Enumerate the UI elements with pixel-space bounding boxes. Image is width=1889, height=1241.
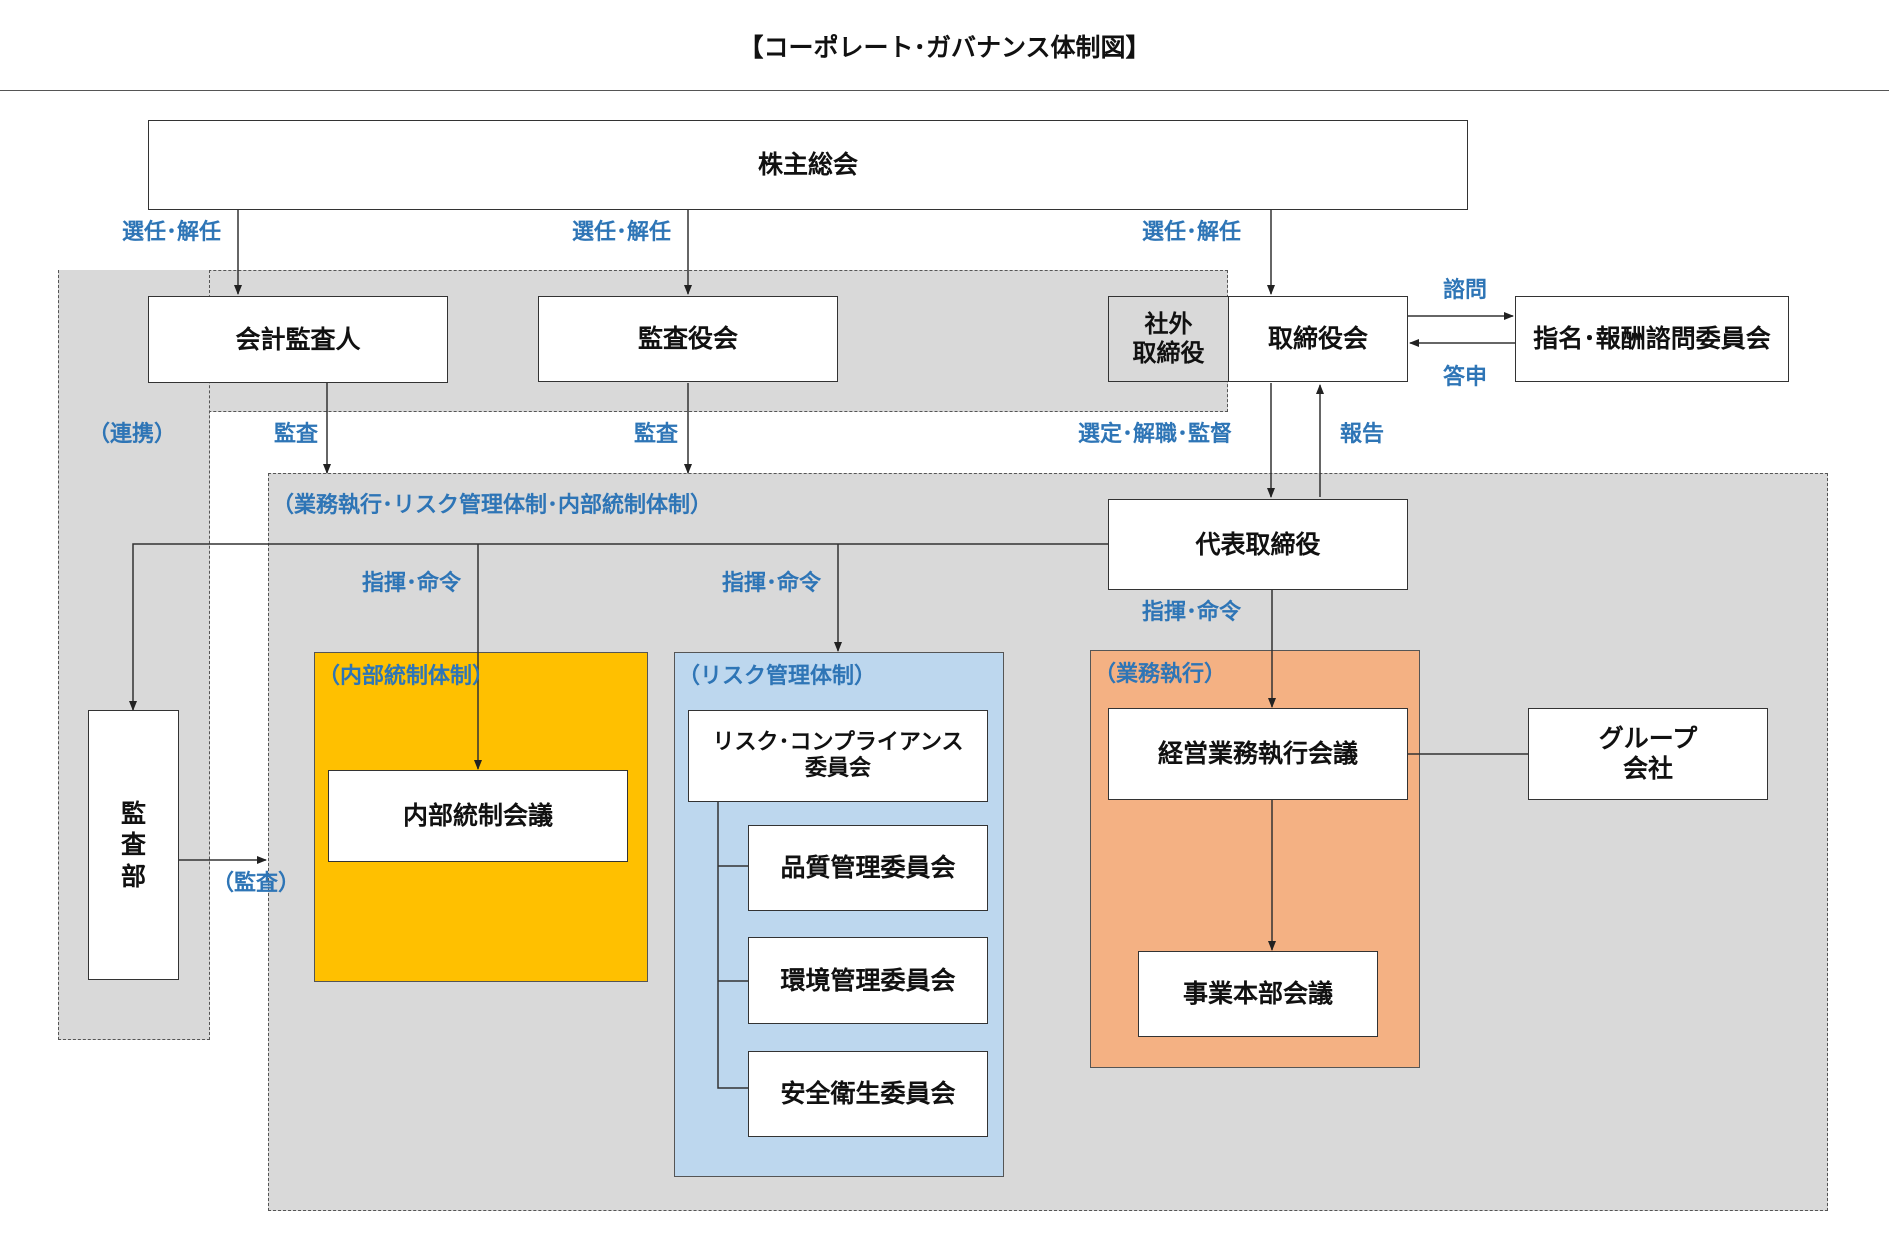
internal-control-label: （内部統制体制）: [318, 664, 495, 689]
board-of-directors-box: 取締役会: [1228, 296, 1408, 382]
audit-region-join: [59, 410, 209, 414]
audit-department-char: 監: [120, 798, 146, 828]
outside-directors-box: 社外 取締役: [1108, 296, 1229, 382]
risk-management-label: （リスク管理体制）: [678, 664, 877, 689]
appoint-dismiss-supervise-label: 選定･解職･監督: [1078, 422, 1233, 447]
elect-dismiss-label-3: 選任･解任: [1142, 220, 1242, 245]
report-label: 報告: [1340, 422, 1385, 447]
audit-label-1: 監査: [274, 422, 319, 447]
audit-paren-label: （監査）: [212, 871, 301, 896]
inquiry-label: 諮問: [1443, 278, 1488, 303]
representative-director-box: 代表取締役: [1108, 499, 1408, 590]
elect-dismiss-label-1: 選任･解任: [122, 220, 222, 245]
business-division-meeting-box: 事業本部会議: [1138, 951, 1378, 1037]
nomination-compensation-committee-box: 指名･報酬諮問委員会: [1515, 296, 1789, 382]
audit-department-char: 部: [120, 861, 146, 891]
business-execution-label: （業務執行）: [1094, 662, 1227, 687]
internal-control-meeting-box: 内部統制会議: [328, 770, 628, 862]
command-label-2: 指揮･命令: [722, 571, 822, 596]
title-divider: [0, 90, 1889, 91]
audit-label-2: 監査: [634, 422, 679, 447]
group-companies-box: グループ 会社: [1528, 708, 1768, 800]
cooperation-label: （連携）: [88, 422, 177, 447]
arrow-command-audit-dept: [129, 543, 1108, 711]
elect-dismiss-label-2: 選任･解任: [572, 220, 672, 245]
management-meeting-box: 経営業務執行会議: [1108, 708, 1408, 800]
environment-committee-box: 環境管理委員会: [748, 937, 988, 1024]
page-title: 【コーポレート･ガバナンス体制図】: [738, 33, 1151, 62]
accounting-auditor-box: 会計監査人: [148, 296, 448, 383]
command-label-3: 指揮･命令: [1142, 600, 1242, 625]
execution-system-label: （業務執行･リスク管理体制･内部統制体制）: [272, 493, 713, 518]
safety-committee-box: 安全衛生委員会: [748, 1051, 988, 1137]
audit-department-box: 監 査 部: [88, 710, 179, 980]
risk-compliance-committee-box: リスク･コンプライアンス 委員会: [688, 710, 988, 802]
command-label-1: 指揮･命令: [362, 571, 462, 596]
audit-board-box: 監査役会: [538, 296, 838, 382]
audit-department-text: 監 査 部: [121, 800, 146, 891]
risk-subcommittee-bracket: [717, 801, 749, 1089]
quality-committee-box: 品質管理委員会: [748, 825, 988, 911]
reply-label: 答申: [1443, 365, 1488, 390]
audit-department-char: 査: [120, 830, 146, 860]
shareholders-meeting-box: 株主総会: [148, 120, 1468, 210]
